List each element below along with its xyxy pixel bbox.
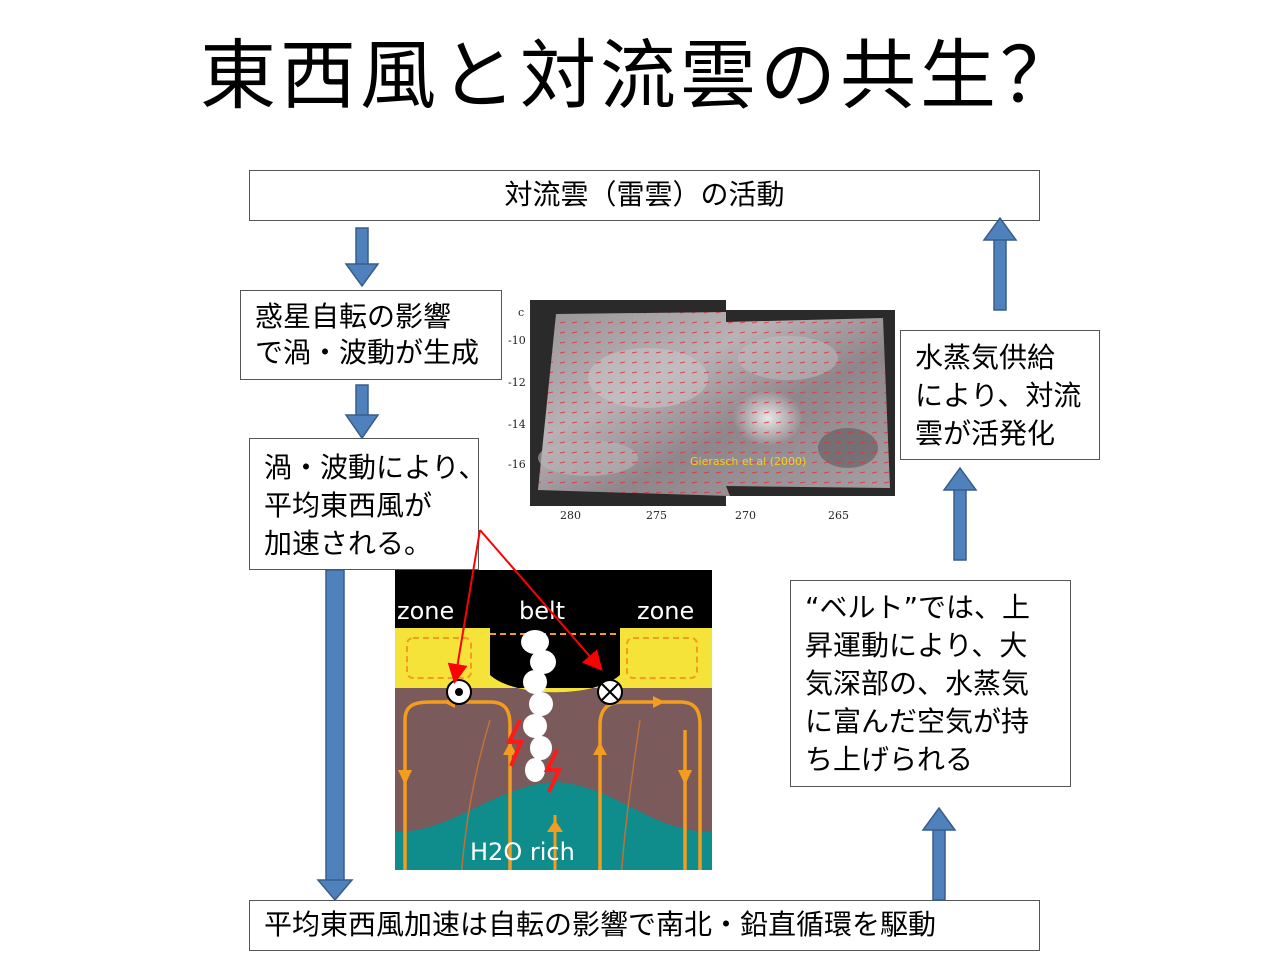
belt-zone-cross-section: zone belt zone H2O rich bbox=[395, 570, 712, 870]
arrow-down-icon bbox=[344, 414, 380, 440]
corner-mark: c bbox=[518, 306, 524, 319]
box-line: 雲が活発化 bbox=[915, 417, 1056, 450]
box-line: に富んだ空気が持 bbox=[805, 705, 1030, 738]
image-credit: Gierasch et al (2000) bbox=[690, 455, 806, 468]
y-tick-label: -10 bbox=[508, 334, 526, 347]
arrow-up-icon bbox=[921, 806, 957, 831]
y-tick-label: -12 bbox=[508, 376, 526, 389]
wind-vector-map: c -10 -12 -14 -16 280 275 270 265 Gieras… bbox=[498, 298, 908, 530]
box-line: 昇運動により、大 bbox=[805, 629, 1028, 662]
box-line: 平均東西風が bbox=[264, 489, 433, 522]
arrow-down-icon bbox=[355, 227, 369, 267]
water-vapor-supply-box: 水蒸気供給 により、対流 雲が活発化 bbox=[900, 330, 1100, 460]
planetary-rotation-box: 惑星自転の影響 で渦・波動が生成 bbox=[240, 290, 502, 380]
zone-label: zone bbox=[397, 597, 454, 625]
zone-label: zone bbox=[637, 597, 694, 625]
box-line: ち上げられる bbox=[805, 743, 974, 776]
box-line: により、対流 bbox=[915, 379, 1082, 412]
lightning-icon bbox=[543, 749, 563, 793]
vortex-acceleration-box: 渦・波動により、 平均東西風が 加速される。 bbox=[249, 438, 487, 570]
belt-upwelling-box: “ベルト”では、上 昇運動により、大 気深部の、水蒸気 に富んだ空気が持 ち上げ… bbox=[790, 580, 1071, 787]
belt-label: belt bbox=[519, 597, 565, 625]
box-text: 対流雲（雷雲）の活動 bbox=[504, 178, 785, 211]
arrow-down-icon bbox=[316, 879, 354, 902]
x-tick-label: 280 bbox=[560, 509, 581, 522]
x-tick-label: 265 bbox=[828, 509, 849, 522]
convective-cloud-activity-box: 対流雲（雷雲）の活動 bbox=[249, 170, 1040, 221]
meridional-circulation-box: 平均東西風加速は自転の影響で南北・鉛直循環を駆動 bbox=[249, 900, 1040, 951]
arrow-up-icon bbox=[982, 216, 1018, 241]
lightning-icon bbox=[505, 719, 524, 767]
box-line: 気深部の、水蒸気 bbox=[805, 667, 1030, 700]
box-line: 加速される。 bbox=[264, 527, 433, 560]
box-line: 水蒸気供給 bbox=[915, 341, 1056, 374]
x-tick-label: 270 bbox=[735, 509, 756, 522]
box-line: 惑星自転の影響 bbox=[255, 300, 452, 333]
box-line: 渦・波動により、 bbox=[264, 451, 487, 484]
h2o-rich-label: H2O rich bbox=[470, 838, 575, 866]
arrow-up-icon bbox=[942, 466, 978, 491]
box-line: “ベルト”では、上 bbox=[805, 591, 1031, 624]
y-tick-label: -14 bbox=[508, 418, 526, 431]
box-text: 平均東西風加速は自転の影響で南北・鉛直循環を駆動 bbox=[264, 908, 937, 941]
box-line: で渦・波動が生成 bbox=[255, 336, 480, 369]
x-tick-label: 275 bbox=[646, 509, 667, 522]
y-tick-label: -16 bbox=[508, 458, 526, 471]
page-title: 東西風と対流雲の共生？ bbox=[200, 31, 1080, 120]
